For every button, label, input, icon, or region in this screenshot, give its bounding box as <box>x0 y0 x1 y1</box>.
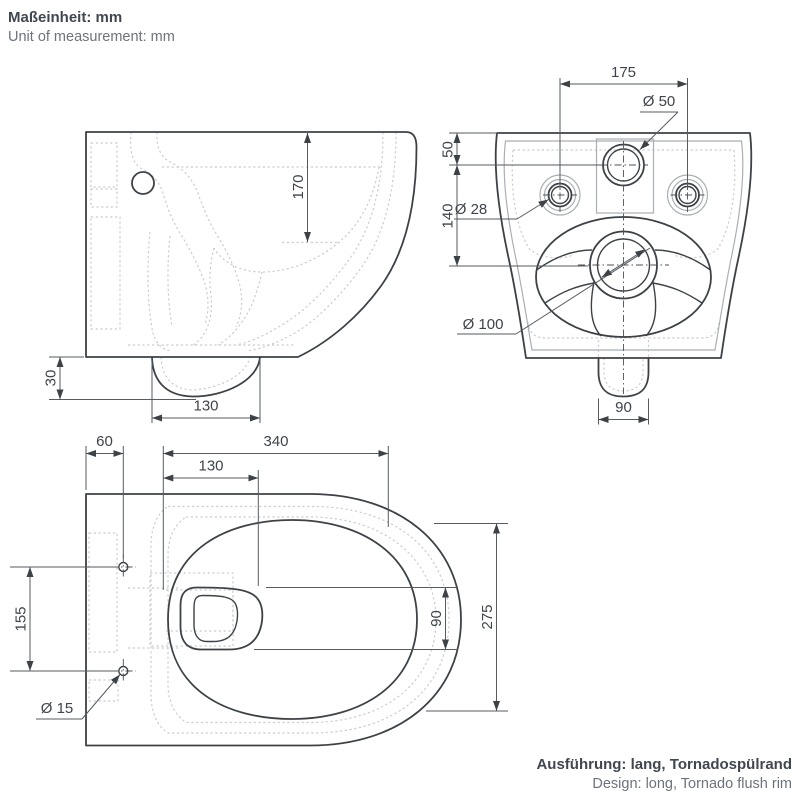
dim-130-side-label: 130 <box>193 398 218 415</box>
dim-170-label: 170 <box>290 174 307 199</box>
unit-note: Maßeinheit: mm Unit of measurement: mm <box>8 9 175 45</box>
dim-o15-label: Ø 15 <box>41 700 74 717</box>
rear-view-body-outline <box>494 132 753 359</box>
side-view-drawing: 170 30 130 <box>43 131 418 423</box>
rear-view-inlet-hole <box>602 143 645 187</box>
top-view-internal-dashed <box>88 505 450 734</box>
dim-30-label: 30 <box>43 370 60 387</box>
dim-275-label: 275 <box>479 604 496 629</box>
dim-60-label: 60 <box>96 433 113 450</box>
top-view-inner-bowl <box>167 519 418 720</box>
dim-340-label: 340 <box>263 433 288 450</box>
top-view-drawing: 60 340 130 155 Ø 15 90 275 <box>10 433 508 747</box>
design-note-de: Ausführung: lang, Tornadospülrand <box>536 756 792 773</box>
dim-140-label: 140 <box>440 203 457 228</box>
side-view-outlet-pipe <box>151 356 261 398</box>
top-view-drain-outer <box>179 586 264 651</box>
side-view-internal-dashed <box>90 131 397 391</box>
side-view-fixing-hole <box>131 171 155 195</box>
dim-175-label: 175 <box>611 64 636 81</box>
side-view-body-outline <box>85 131 418 358</box>
dim-90-rear-label: 90 <box>615 399 632 416</box>
design-note-en: Design: long, Tornado flush rim <box>592 776 792 792</box>
top-view-drain-inner <box>193 594 239 643</box>
unit-note-en: Unit of measurement: mm <box>8 29 175 45</box>
top-view-body-outline <box>85 493 462 747</box>
unit-note-de: Maßeinheit: mm <box>8 9 122 26</box>
rear-view-inner-contour <box>503 140 744 351</box>
side-view-dimensions: 170 30 130 <box>43 133 311 423</box>
rear-view-dimensions: 175 Ø 50 50 140 Ø 28 Ø 100 90 <box>440 64 688 425</box>
dim-50-label: 50 <box>440 141 457 158</box>
rear-view-inlet-housing <box>595 138 655 214</box>
design-note: Ausführung: lang, Tornadospülrand Design… <box>536 756 792 792</box>
dim-o28-label: Ø 28 <box>455 201 488 218</box>
dim-155-label: 155 <box>13 606 30 631</box>
top-view-dimensions: 60 340 130 155 Ø 15 90 275 <box>10 433 508 720</box>
dim-90-top-label: 90 <box>428 610 445 627</box>
dim-o50-label: Ø 50 <box>643 93 676 110</box>
rear-view-outlet-pipe <box>597 357 650 398</box>
dim-o100-label: Ø 100 <box>463 316 504 333</box>
rear-view-drawing: 175 Ø 50 50 140 Ø 28 Ø 100 90 <box>440 64 753 425</box>
dim-130-top-label: 130 <box>198 458 223 475</box>
